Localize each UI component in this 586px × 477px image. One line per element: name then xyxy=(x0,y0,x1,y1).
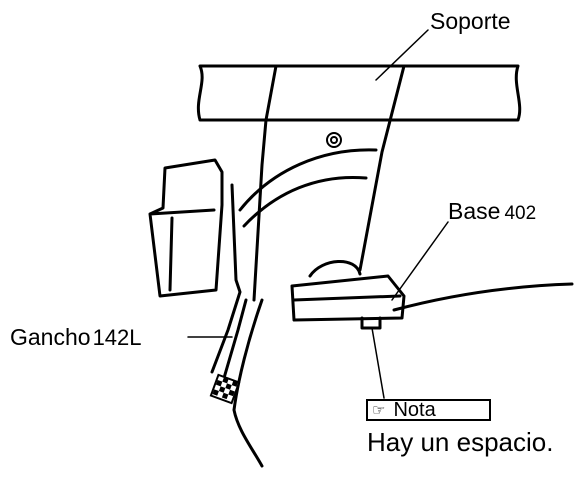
base-block xyxy=(290,260,406,322)
base-number: 402 xyxy=(504,203,537,224)
gancho-number: 142L xyxy=(92,325,142,350)
body-contour xyxy=(232,282,574,468)
nota-leader xyxy=(371,327,385,399)
soporte-leader xyxy=(375,29,429,81)
pointing-hand-note-icon: ☞ xyxy=(372,401,386,419)
nota-label: Nota xyxy=(393,399,436,421)
mount-hole-outer xyxy=(326,132,342,148)
nota-box: ☞ Nota xyxy=(366,399,491,421)
crossbar xyxy=(196,64,522,122)
base-leader xyxy=(391,221,449,301)
base-name: Base xyxy=(448,198,501,224)
base-tabs xyxy=(360,316,382,330)
clamp-block xyxy=(148,158,224,298)
hook xyxy=(210,183,248,380)
support-plate xyxy=(252,64,406,302)
arc-plate xyxy=(238,148,378,228)
gancho-name: Gancho xyxy=(10,324,91,350)
mount-hole-inner xyxy=(330,136,338,144)
gancho-label: Gancho142L xyxy=(10,324,142,351)
note-text: Hay un espacio. xyxy=(367,427,554,457)
soporte-label: Soporte xyxy=(430,8,511,34)
checkered-pad xyxy=(209,373,241,405)
